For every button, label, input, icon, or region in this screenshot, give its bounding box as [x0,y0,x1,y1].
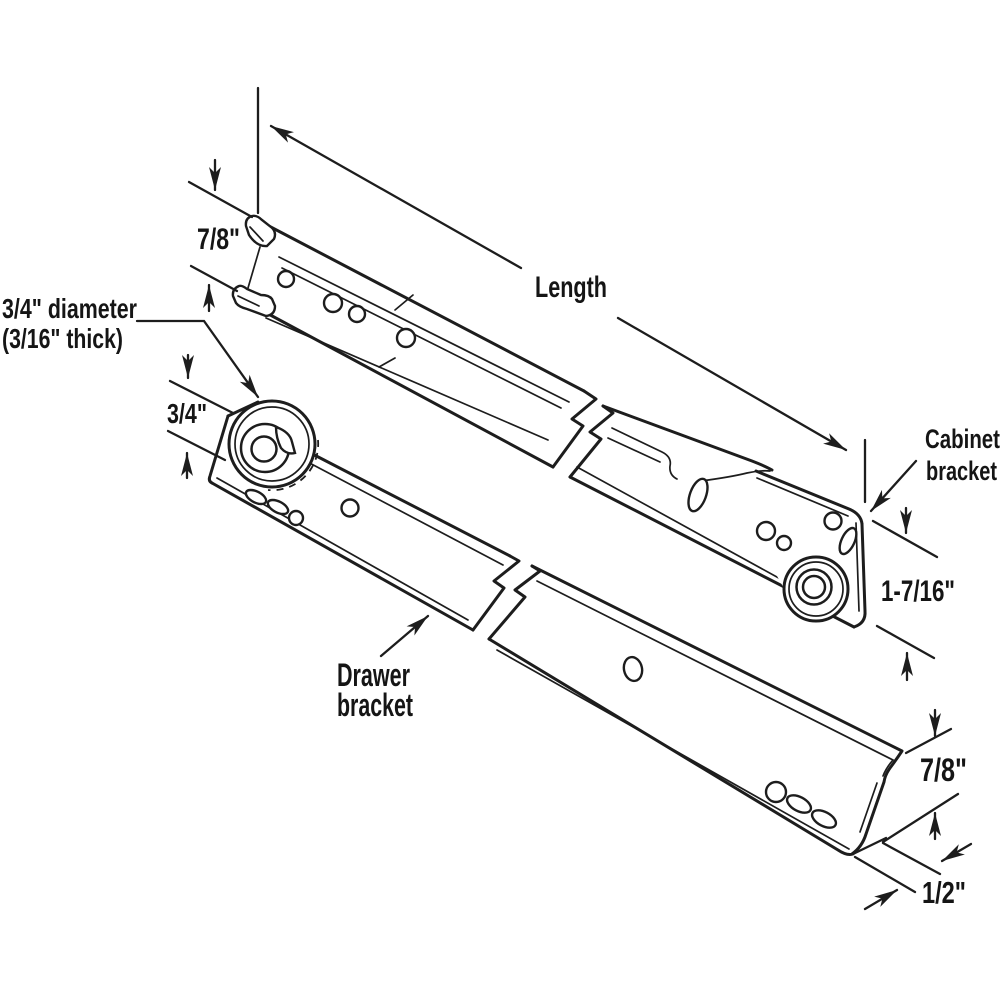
screw-hole [395,327,417,349]
screw-hole [775,534,793,552]
roller-diameter-dim-label: 3/4" [167,398,207,429]
cabinet-bracket-plate [754,469,867,629]
cabinet-rail-top-edge [263,222,586,393]
break-line [471,554,521,632]
rail-hook-tab-upper [244,214,277,248]
roller-note-leader-arrow [135,319,260,399]
dimension-arrow-inward [863,888,899,911]
length-dimension-arrow [616,316,848,452]
end-profile-height-label: 7/8" [920,752,967,788]
extension-line [168,379,235,415]
cabinet-bracket-label-line1: Cabinet [925,424,1000,454]
screw-hole [755,520,777,542]
drawer-bracket-leader-arrow [379,614,430,658]
mounting-slot [244,488,268,506]
screw-hole [764,780,788,804]
extension-line [187,180,254,219]
break-line [568,404,615,479]
length-label: Length [535,271,607,304]
screw-hole [287,509,305,527]
extension-line [871,519,939,559]
mounting-slot [838,526,858,556]
extension-line [875,624,936,660]
mounting-slot [687,477,709,513]
screw-hole [622,655,644,683]
extension-line [881,841,942,876]
drawer-rail-top-edge [295,444,512,558]
cabinet-rail-bottom-edge [259,308,555,469]
rail-hook-tab-lower [231,284,277,318]
cabinet-bracket-leader-arrow [869,459,918,513]
mounting-slot [266,498,290,516]
drawer-bracket-label-line1: Drawer [337,657,410,693]
roller-note-line2: (3/16" thick) [2,323,123,354]
screw-hole [347,304,367,324]
screw-hole [322,292,344,314]
drawer-bracket-label-line2: bracket [337,687,413,723]
screw-hole [276,269,296,289]
cabinet-bracket-height-label: 1-7/16" [881,575,955,608]
cabinet-bracket-roller [782,555,850,623]
break-line [487,564,542,641]
mounting-slot [810,809,838,829]
roller-note-line1: 3/4" diameter [2,293,137,324]
extension-line [881,792,960,844]
length-dimension-arrow [269,124,523,270]
dimension-annotations [135,86,973,911]
roller-retainer-tab [274,425,297,455]
hidden-roller-outline [267,439,320,492]
extension-line [853,855,917,894]
flange-width-label: 1/2" [922,875,966,910]
labels: Length 7/8" 3/4" diameter (3/16" thick) … [2,223,1000,910]
drawer-rail-bottom-edge [210,481,475,632]
break-line [551,389,598,469]
extension-line [904,727,953,755]
cabinet-bracket-label-line2: bracket [926,456,997,486]
top-rail-height-label: 7/8" [197,223,240,256]
drawer-rail [207,398,904,856]
drawer-bracket-roller [227,399,320,492]
dimension-arrow-inward [940,842,973,863]
extension-line [189,264,239,293]
screw-hole [823,511,843,531]
cabinet-rail [231,214,800,596]
mounting-slot [785,794,813,814]
extension-line [166,429,227,462]
screw-hole [340,498,360,518]
